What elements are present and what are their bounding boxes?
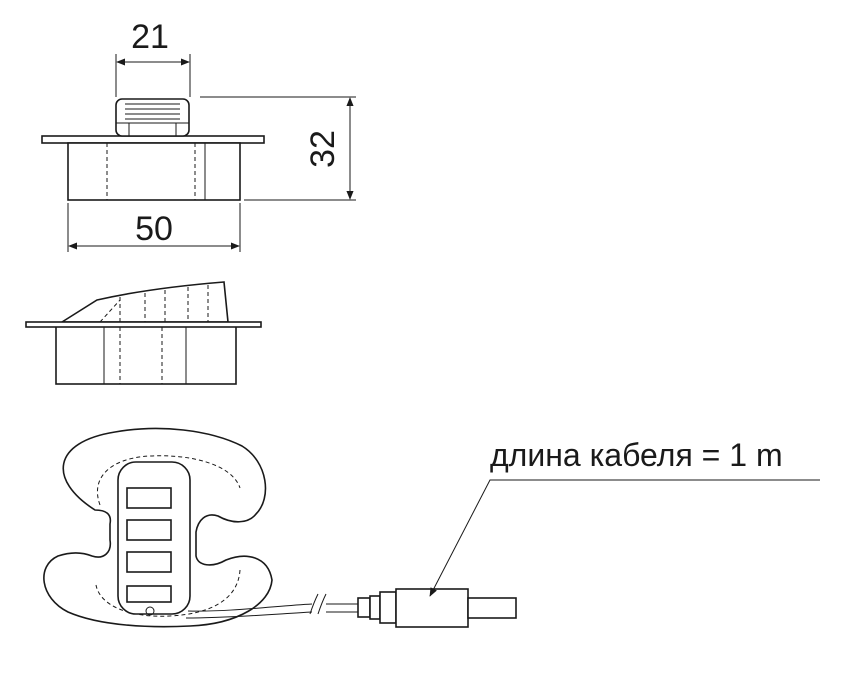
top-view: длина кабеля = 1 m	[43, 427, 820, 628]
cable-length-label: длина кабеля = 1 m	[490, 437, 783, 473]
led-indicator	[145, 606, 155, 616]
callout-leader	[429, 479, 820, 597]
socket-2	[126, 519, 172, 541]
front-body	[67, 142, 241, 201]
socket-usb	[126, 585, 172, 603]
dim-height: 32	[304, 130, 342, 168]
cable-line	[187, 603, 313, 612]
socket-1	[126, 487, 172, 509]
side-view	[25, 281, 262, 385]
front-flange	[41, 135, 265, 144]
usb-plug	[357, 588, 517, 628]
side-flange	[25, 321, 262, 328]
side-body	[55, 324, 237, 385]
dim-base-width: 50	[135, 210, 173, 248]
front-top-block	[115, 98, 190, 137]
dim-top-width: 21	[131, 18, 169, 56]
front-view: 21 32 50	[41, 18, 356, 252]
socket-3	[126, 551, 172, 573]
